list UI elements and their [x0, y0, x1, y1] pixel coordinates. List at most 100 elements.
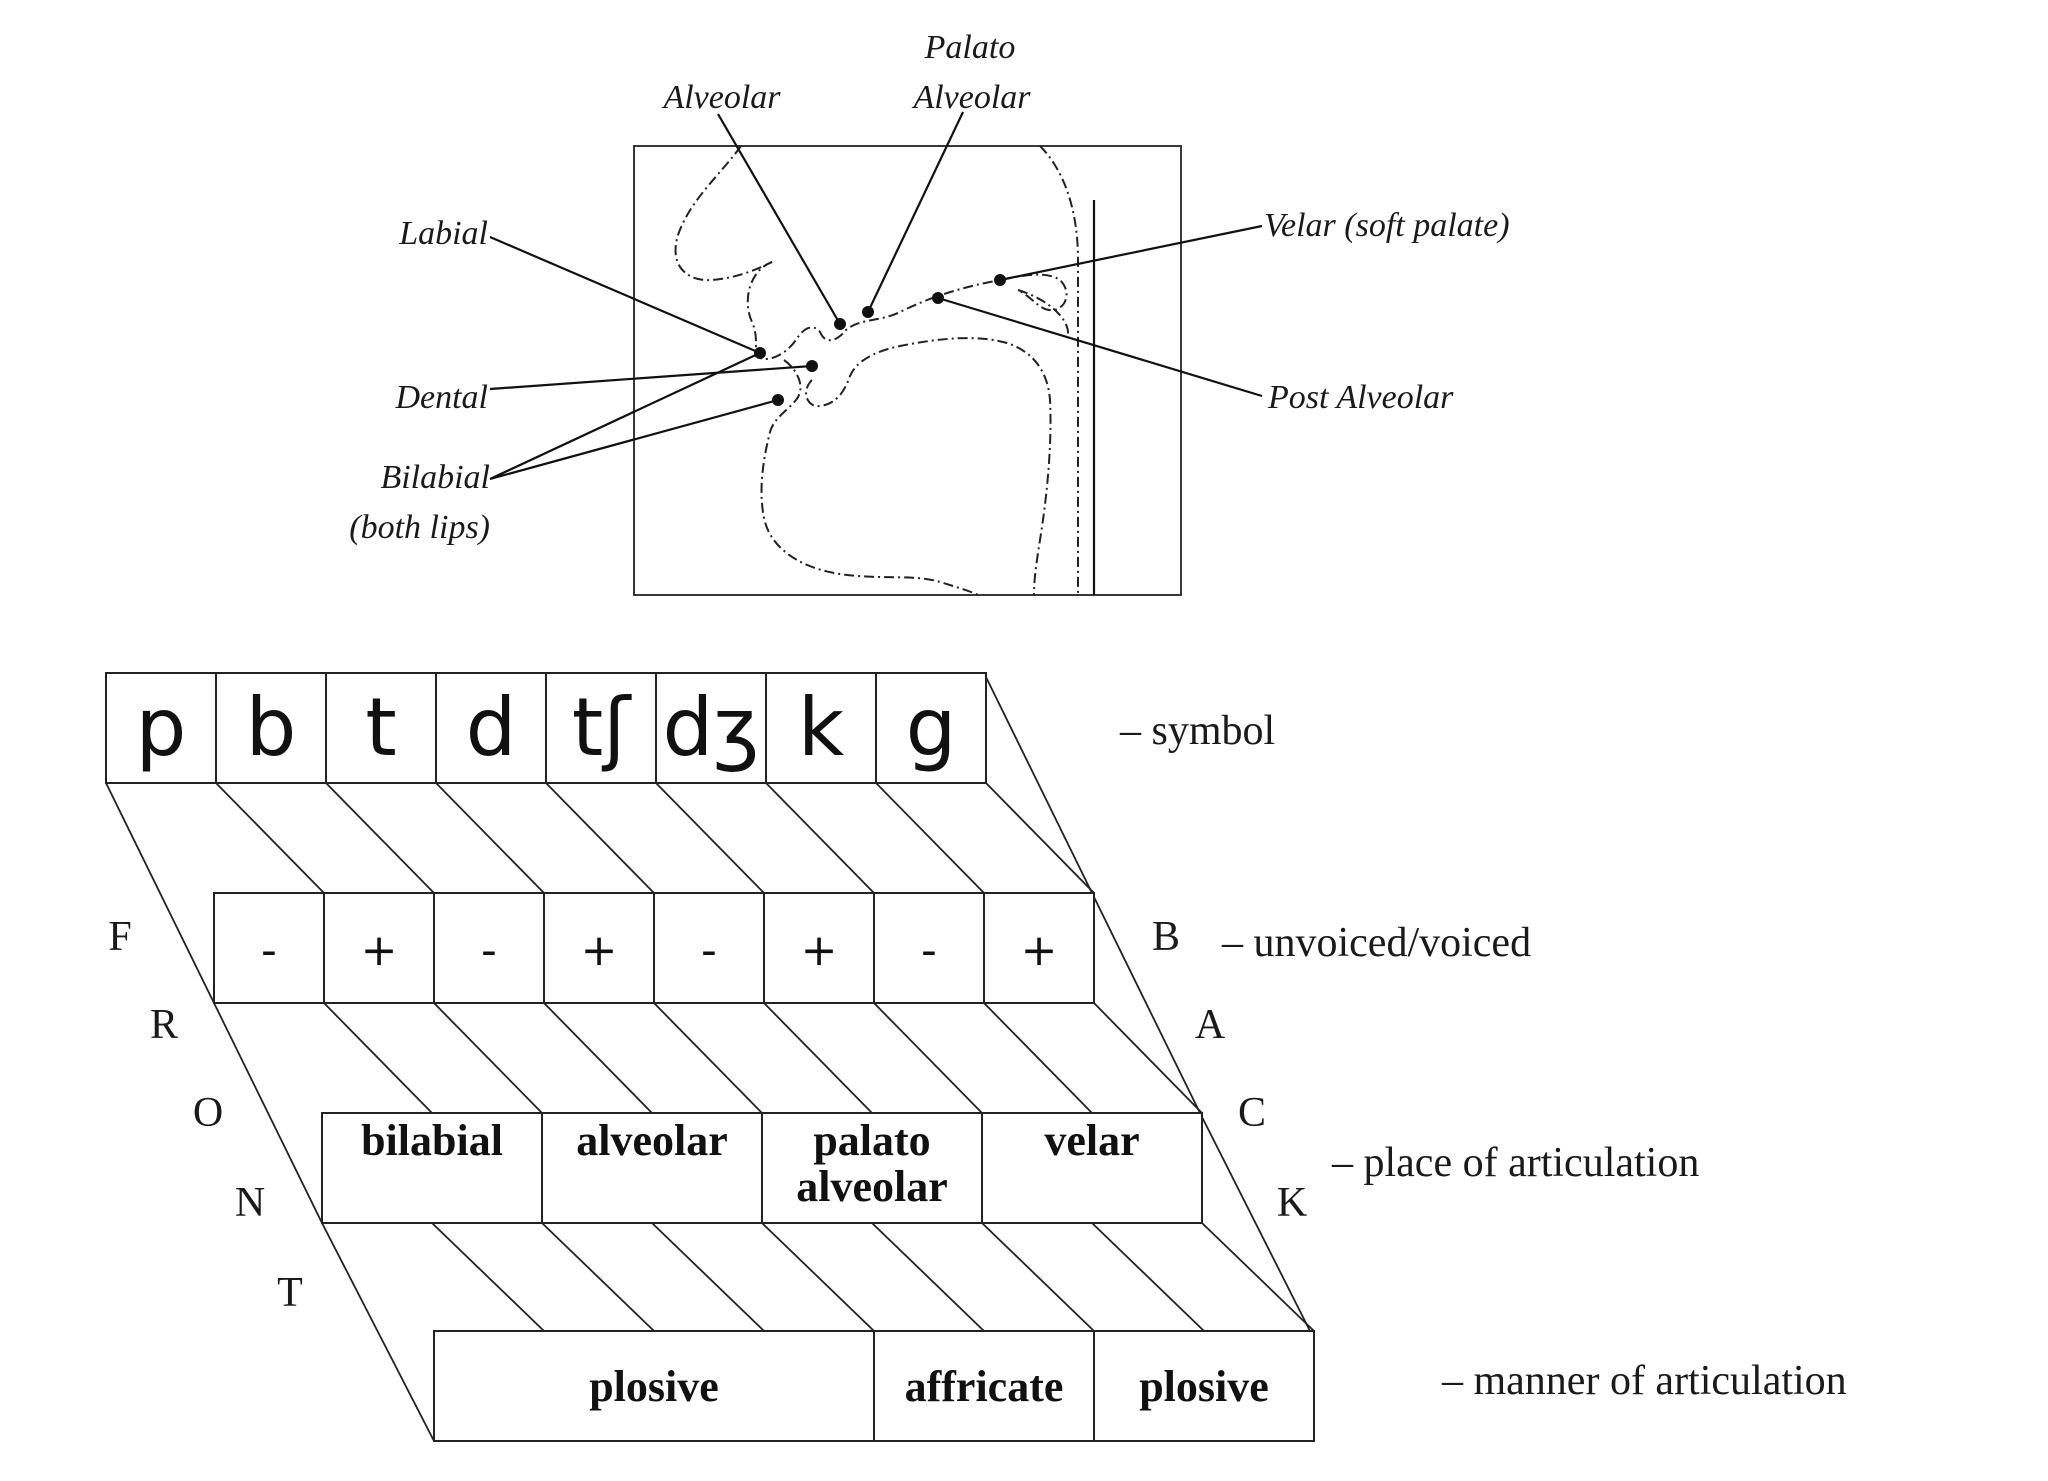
pharynx-outline	[1039, 145, 1079, 595]
voicing-sign: -	[701, 925, 717, 976]
velar-leader	[999, 224, 1263, 282]
face-guide-line	[1201, 1222, 1315, 1332]
front-letter-f: F	[108, 914, 131, 960]
face-guide-line	[435, 782, 545, 894]
face-guide-line	[431, 1222, 545, 1332]
front-letter-t: T	[277, 1270, 303, 1316]
front-letter-r: R	[150, 1002, 178, 1048]
voicing-sign: -	[481, 925, 497, 976]
palato-alveolar-leader	[867, 111, 964, 313]
symbol-text: dʒ	[663, 681, 760, 774]
symbol-row-label: – symbol	[1119, 708, 1275, 754]
face-guide-line	[655, 782, 765, 894]
place-cell	[981, 1112, 1203, 1224]
place-text: bilabial	[361, 1116, 503, 1165]
voicing-row: -+-+-+-+	[213, 892, 1095, 1004]
symbol-text: t	[365, 681, 396, 774]
face-guide-line	[1091, 1222, 1205, 1332]
voicing-sign: +	[581, 925, 618, 976]
face-guide-line	[983, 1002, 1093, 1114]
voicing-sign: +	[1021, 925, 1058, 976]
face-guide-line	[765, 782, 875, 894]
face-guide-line	[541, 1222, 655, 1332]
back-letter-c: C	[1238, 1090, 1266, 1136]
symbol-cell	[215, 672, 327, 784]
palato-alveolar-label-1: Palato	[924, 29, 1016, 66]
symbol-cell	[435, 672, 547, 784]
place-text-line2: alveolar	[796, 1162, 948, 1211]
face-guide-line	[215, 782, 325, 894]
symbol-text: g	[906, 681, 957, 774]
voicing-sign: +	[801, 925, 838, 976]
face-guide-line	[433, 1002, 543, 1114]
symbol-cell	[655, 672, 767, 784]
face-guide-line	[653, 1002, 763, 1114]
symbol-cell	[325, 672, 437, 784]
jaw-outline	[760, 359, 979, 596]
face-guide-line	[873, 1002, 983, 1114]
place-text: velar	[1044, 1116, 1139, 1165]
palate-outline	[746, 261, 1068, 360]
labial-leader	[489, 235, 761, 355]
place-cell	[541, 1112, 763, 1224]
face-guide-line	[325, 782, 435, 894]
place-cell	[761, 1112, 983, 1224]
face-guide-line	[545, 782, 655, 894]
velar-label: Velar (soft palate)	[1264, 207, 1510, 244]
alveolar-label: Alveolar	[661, 79, 781, 116]
voicing-cell	[213, 892, 325, 1004]
manner-row-label: – manner of articulation	[1441, 1358, 1847, 1404]
symbol-cell	[765, 672, 877, 784]
manner-cell	[433, 1330, 875, 1442]
face-guides	[215, 782, 1315, 1332]
symbol-text: d	[466, 681, 517, 774]
labial-label: Labial	[398, 215, 488, 252]
alveolar-leader	[717, 113, 841, 325]
manner-text: plosive	[589, 1362, 719, 1411]
face-guide-line	[543, 1002, 653, 1114]
post-alveolar-label: Post Alveolar	[1267, 379, 1454, 416]
bilabial-label-1: Bilabial	[380, 459, 490, 496]
bilabial-leader-2	[489, 352, 761, 480]
place-text: palato	[813, 1116, 930, 1165]
voicing-row-label: – unvoiced/voiced	[1221, 920, 1531, 966]
manner-cell	[1093, 1330, 1315, 1442]
face-guide-line	[761, 1222, 875, 1332]
face-guide-line	[871, 1222, 985, 1332]
voicing-cell	[983, 892, 1095, 1004]
manner-row: plosive affricate plosive	[433, 1330, 1315, 1442]
vocal-tract-figure: Palato Alveolar Alveolar Labial Dental B…	[349, 29, 1510, 596]
back-letter-a: A	[1195, 1002, 1226, 1048]
vocal-tract-frame	[633, 145, 1182, 596]
face-guide-line	[651, 1222, 765, 1332]
voicing-cell	[763, 892, 875, 1004]
place-cell	[321, 1112, 543, 1224]
manner-cell	[873, 1330, 1095, 1442]
voicing-sign: -	[921, 925, 937, 976]
face-guide-line	[323, 1002, 433, 1114]
manner-text: plosive	[1139, 1362, 1269, 1411]
face-guide-line	[981, 1222, 1095, 1332]
face-guide-line	[985, 782, 1095, 894]
symbol-text: p	[136, 681, 187, 774]
symbol-text: b	[246, 681, 297, 774]
voicing-cell	[323, 892, 435, 1004]
bilabial-leader-1	[489, 398, 779, 481]
voicing-cell	[543, 892, 655, 1004]
dental-label: Dental	[394, 379, 488, 416]
face-guide-line	[763, 1002, 873, 1114]
voicing-cell	[653, 892, 765, 1004]
tongue-outline	[805, 337, 1052, 596]
manner-text: affricate	[905, 1362, 1064, 1411]
symbol-cell	[875, 672, 987, 784]
palato-alveolar-label-2: Alveolar	[911, 79, 1031, 116]
voicing-cell	[433, 892, 545, 1004]
front-letter-o: O	[193, 1090, 223, 1136]
face-guide-line	[1093, 1002, 1203, 1114]
symbol-text: k	[798, 681, 845, 774]
velum-outline	[1017, 289, 1070, 337]
back-letter-b: B	[1152, 914, 1180, 960]
